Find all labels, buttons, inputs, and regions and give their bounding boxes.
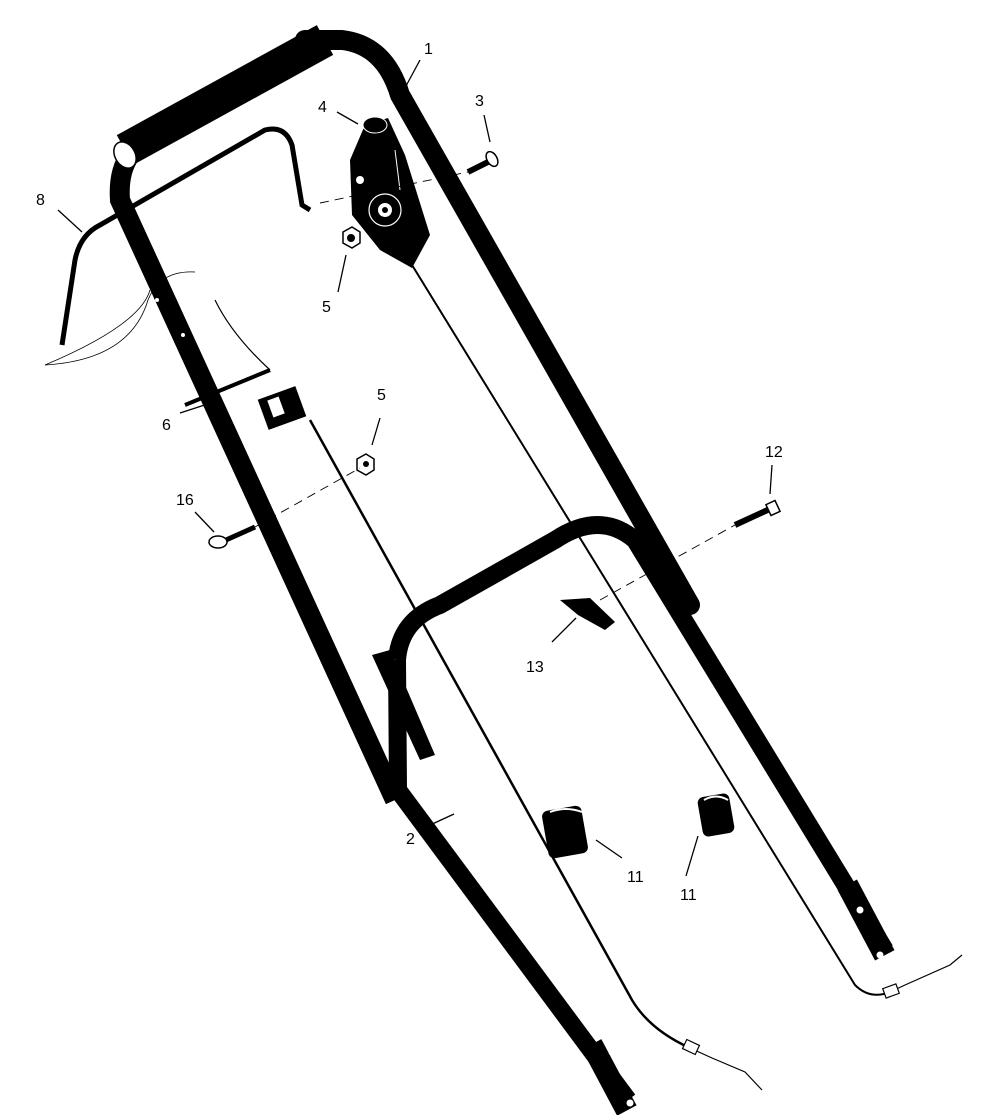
callout-4: 4	[318, 99, 327, 116]
callout-3: 3	[475, 93, 484, 110]
bolt-top	[466, 150, 499, 175]
eye-bolt	[208, 524, 257, 549]
throttle-control	[350, 116, 430, 268]
cable-tie	[184, 299, 307, 430]
callout-6: 6	[162, 417, 171, 434]
lower-handle	[372, 505, 895, 1115]
callout-16: 16	[176, 492, 194, 509]
upper-handle	[109, 25, 700, 805]
cable-guide-right	[697, 793, 735, 837]
bolt-middle	[733, 499, 782, 528]
nut-upper	[342, 226, 361, 249]
control-cables	[308, 264, 963, 1091]
callout-leaders	[57, 59, 773, 877]
callout-8: 8	[36, 192, 45, 209]
callout-labels: 1 3 4 5 8 6 5 16 12 13 2 11 11	[36, 41, 783, 904]
cable-guide-left	[542, 805, 588, 859]
callout-11b: 11	[680, 887, 697, 904]
alignment-lines	[254, 171, 736, 601]
callout-11a: 11	[627, 869, 644, 886]
wing-knob	[560, 598, 615, 630]
callout-5a: 5	[322, 299, 331, 316]
nut-lower	[356, 453, 375, 476]
callout-1: 1	[424, 41, 433, 58]
callout-13: 13	[526, 659, 544, 676]
callout-5b: 5	[377, 387, 386, 404]
control-bail	[44, 126, 312, 366]
callout-12: 12	[765, 444, 783, 461]
callout-2: 2	[406, 831, 415, 848]
